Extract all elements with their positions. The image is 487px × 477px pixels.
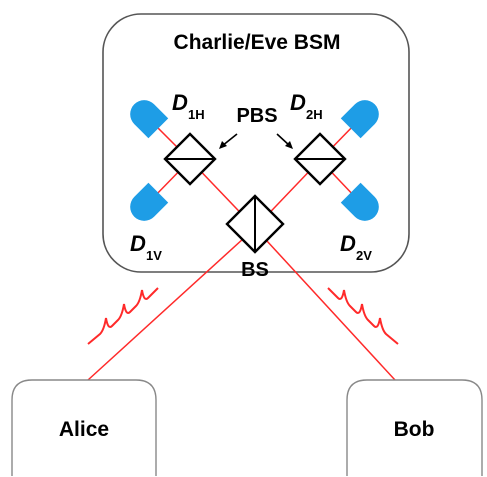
beam-splitter: [225, 194, 285, 254]
pbs-label: PBS: [236, 105, 277, 127]
d1v-base: D: [130, 231, 146, 256]
pbs-right: [293, 132, 347, 186]
d1v-sub: 1V: [146, 248, 162, 263]
detector-icon: [130, 182, 169, 221]
detector-icon: [340, 100, 379, 139]
d1h-base: D: [172, 90, 188, 115]
d2v-sub: 2V: [356, 248, 372, 263]
detector-label-d2h: D 2H: [290, 90, 323, 122]
pbs-left: [163, 132, 217, 186]
bob-label: Bob: [394, 418, 435, 441]
bsm-enclosure: [102, 13, 410, 273]
d2h-base: D: [290, 90, 306, 115]
arrow-icon: [276, 133, 293, 149]
bs-label: BS: [241, 259, 269, 281]
detector-label-d2v: D 2V: [340, 231, 372, 263]
beam-alice-to-bs: [87, 227, 256, 381]
alice-node: Alice: [11, 379, 157, 476]
detector-icon: [130, 100, 169, 139]
detector-label-d1h: D 1H: [172, 90, 205, 122]
bsm-title: Charlie/Eve BSM: [174, 31, 341, 54]
pulse-icon: [327, 287, 399, 345]
detector-label-d1v: D 1V: [130, 231, 162, 263]
arrow-icon: [219, 133, 238, 149]
alice-label: Alice: [59, 418, 109, 441]
d1h-sub: 1H: [188, 107, 205, 122]
detector-icon: [340, 182, 379, 221]
pulse-icon: [87, 287, 159, 345]
d2v-base: D: [340, 231, 356, 256]
beam-bob-to-bs: [254, 227, 396, 381]
bob-node: Bob: [346, 379, 483, 476]
d2h-sub: 2H: [306, 107, 323, 122]
